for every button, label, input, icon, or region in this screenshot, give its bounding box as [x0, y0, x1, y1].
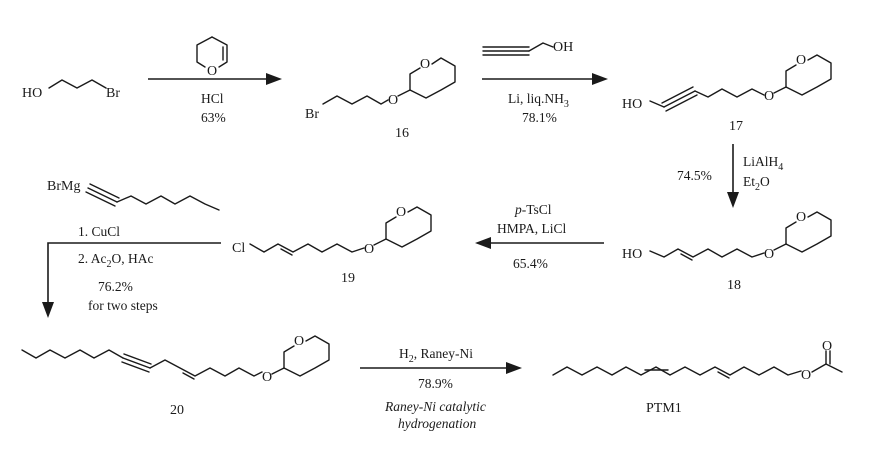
starting-material-bromopropanol: HO Br: [22, 79, 120, 101]
step-5-coupling-acetylation: 1. CuCl 2. Ac2O, HAc 76.2% for two steps: [42, 224, 221, 318]
step-1-thp-protection: O HCl 63%: [148, 36, 282, 125]
atom-o: O: [801, 368, 811, 383]
dihydropyran-reagent: O: [196, 36, 228, 79]
step-6-hydrogenation: H2, Raney-Ni 78.9% Raney-Ni catalytic hy…: [360, 346, 522, 431]
propargyl-alcohol-reagent: OH: [482, 40, 573, 56]
yield-step-6: 78.9%: [418, 376, 453, 391]
atom-br: Br: [305, 107, 319, 122]
product-ptm1: O O PTM1: [552, 339, 843, 416]
compound-16: Br O O 16: [305, 57, 456, 141]
atom-ho: HO: [22, 86, 42, 101]
step-2-alkyne-coupling: OH Li, liq.NH3 78.1%: [482, 40, 608, 125]
compound-label-ptm1: PTM1: [646, 401, 682, 416]
octynyl-grignard-reagent: BrMg: [47, 179, 220, 211]
compound-20: O O 20: [21, 334, 330, 418]
reagent-ptscl: p-TsCl: [514, 202, 552, 217]
atom-ho: HO: [622, 97, 642, 112]
compound-17: HO O O 17: [622, 53, 832, 134]
atom-br: Br: [106, 86, 120, 101]
compound-label-19: 19: [341, 271, 355, 286]
compound-18: HO O O 18: [622, 210, 832, 293]
reagent-hcl: HCl: [201, 91, 224, 106]
note-two-steps: for two steps: [88, 298, 158, 313]
compound-label-16: 16: [395, 126, 409, 141]
atom-o: O: [764, 247, 774, 262]
atom-o: O: [207, 64, 217, 79]
atom-ho: HO: [622, 247, 642, 262]
reaction-arrow-5: [47, 242, 221, 306]
atom-o: O: [294, 334, 304, 349]
compound-label-20: 20: [170, 403, 184, 418]
atom-o: O: [796, 53, 806, 68]
step-3-reduction: 74.5% LiAlH4 Et2O: [677, 144, 783, 208]
atom-o: O: [262, 370, 272, 385]
reagent-cucl: 1. CuCl: [78, 224, 120, 239]
atom-o: O: [764, 89, 774, 104]
atom-o: O: [822, 339, 832, 354]
reagent-lialh4: LiAlH4: [743, 154, 783, 173]
atom-oh: OH: [553, 40, 573, 55]
atom-o: O: [420, 57, 430, 72]
reagent-et2o: Et2O: [743, 174, 770, 193]
yield-step-4: 65.4%: [513, 256, 548, 271]
atom-o: O: [364, 242, 374, 257]
compound-label-17: 17: [729, 119, 743, 134]
note-hydrogenation: hydrogenation: [398, 416, 476, 431]
yield-step-5: 76.2%: [98, 279, 133, 294]
reagent-hmpa-licl: HMPA, LiCl: [497, 221, 567, 236]
compound-label-18: 18: [727, 278, 741, 293]
atom-o: O: [796, 210, 806, 225]
atom-brmg: BrMg: [47, 179, 80, 194]
reagent-h2-raney-ni: H2, Raney-Ni: [399, 346, 473, 365]
atom-cl: Cl: [232, 241, 245, 256]
yield-step-3: 74.5%: [677, 168, 712, 183]
note-catalytic: Raney-Ni catalytic: [384, 399, 486, 414]
reagent-li-nh3: Li, liq.NH3: [508, 91, 569, 110]
yield-step-1: 63%: [201, 110, 226, 125]
reagent-ac2o-hac: 2. Ac2O, HAc: [78, 251, 154, 270]
step-4-chlorination: p-TsCl HMPA, LiCl 65.4%: [475, 202, 604, 271]
compound-19: Cl O O 19: [232, 205, 432, 286]
yield-step-2: 78.1%: [522, 110, 557, 125]
atom-o: O: [388, 93, 398, 108]
atom-o: O: [396, 205, 406, 220]
